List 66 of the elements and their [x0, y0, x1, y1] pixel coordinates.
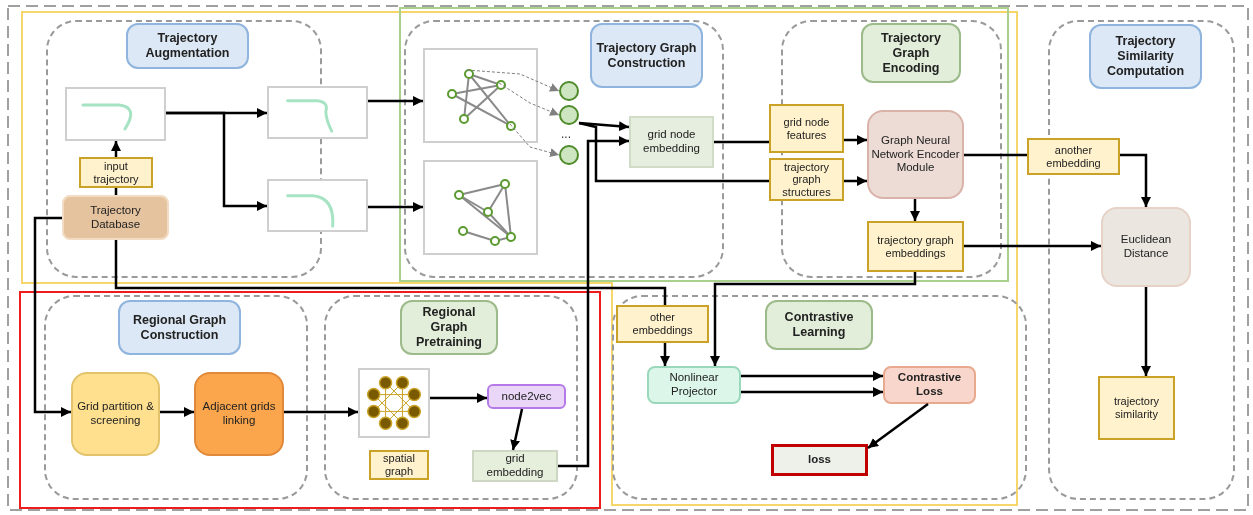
process-box: Grid partition & screening: [71, 372, 160, 456]
arrow: [844, 135, 867, 145]
embedding-box: grid embedding: [472, 450, 558, 482]
data-tag: trajectory graph embeddings: [867, 221, 964, 272]
section-title: Trajectory Similarity Computation: [1089, 24, 1202, 89]
connector-line: [714, 140, 769, 144]
arrow: [867, 403, 929, 449]
dashed-panel: [404, 20, 724, 278]
arrow: [466, 69, 560, 92]
data-tag: input trajectory: [79, 157, 153, 188]
graph-drawing: [423, 160, 538, 255]
data-tag: another embedding: [1027, 138, 1120, 175]
section-title: Trajectory Graph Encoding: [861, 23, 961, 83]
connector-line: [964, 153, 1027, 157]
connector-line: [114, 188, 118, 195]
section-title: Trajectory Augmentation: [126, 23, 249, 69]
section-title: Regional Graph Pretraining: [400, 300, 498, 355]
trajectory-drawing: [267, 86, 368, 139]
process-box: Contrastive Loss: [883, 366, 976, 404]
process-box: Euclidean Distance: [1101, 207, 1191, 287]
dashed-panel: [324, 295, 578, 500]
arrow: [111, 141, 121, 157]
arrow: [741, 387, 883, 397]
connector-line: [578, 121, 769, 183]
spatial-graph-drawing: [358, 368, 430, 438]
embedding-box: grid node embedding: [629, 116, 714, 168]
arrow: [160, 407, 194, 417]
dashed-panel: [612, 295, 1027, 500]
dashed-panel: [44, 295, 308, 500]
result-box: trajectory similarity: [1098, 376, 1175, 440]
section-title: Regional Graph Construction: [118, 300, 241, 355]
trajectory-drawing: [267, 179, 368, 232]
section-title: Contrastive Learning: [765, 300, 873, 350]
arrow: [368, 96, 423, 106]
arrow: [284, 407, 358, 417]
connector-line: [114, 240, 667, 305]
database-box: Trajectory Database: [62, 195, 169, 240]
data-tag: trajectory graph structures: [769, 158, 844, 201]
arrow: [710, 272, 917, 366]
encoder-box: Graph Neural Network Encoder Module: [867, 110, 964, 199]
process-box: Nonlinear Projector: [647, 366, 741, 404]
process-box: Adjacent grids linking: [194, 372, 284, 456]
arrow: [510, 408, 524, 451]
data-tag: spatial graph: [369, 450, 429, 480]
arrow: [558, 136, 629, 468]
arrow: [844, 176, 867, 186]
method-box: node2vec: [487, 384, 566, 409]
arrow: [509, 123, 560, 157]
arrow: [1120, 153, 1151, 207]
arrow: [964, 241, 1101, 251]
ellipsis-label: ...: [561, 128, 571, 140]
arrow: [430, 393, 487, 403]
data-tag: other embeddings: [616, 305, 709, 343]
arrow: [33, 216, 71, 417]
section-title: Trajectory Graph Construction: [590, 23, 703, 88]
arrow: [660, 343, 670, 366]
arrow: [741, 371, 883, 381]
arrow: [910, 199, 920, 221]
arrow: [166, 111, 267, 211]
arrow: [368, 202, 423, 212]
trajectory-drawing: [65, 87, 166, 141]
arrow: [1141, 287, 1151, 376]
data-tag: grid node features: [769, 104, 844, 153]
graph-drawing: [423, 48, 538, 143]
arrow: [498, 82, 560, 116]
output-box: loss: [771, 444, 868, 476]
